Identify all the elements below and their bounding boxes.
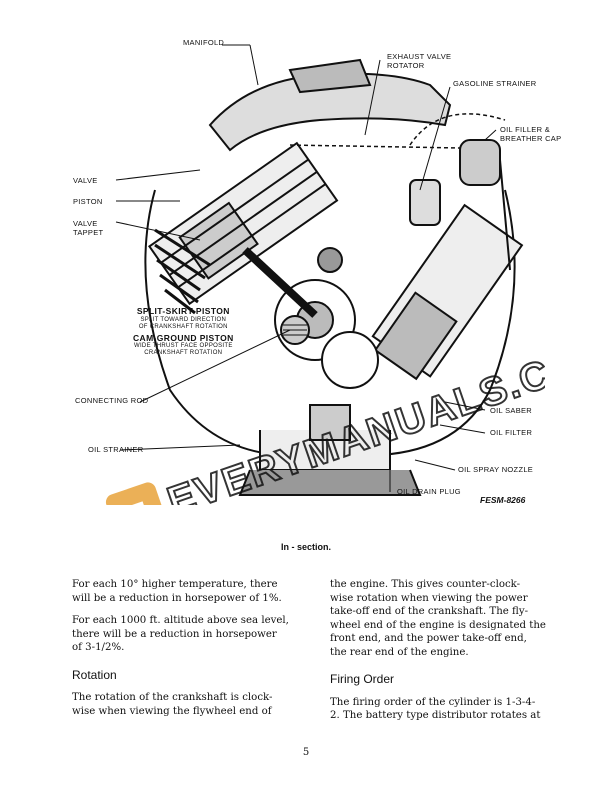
connecting-rod-label: CONNECTING ROD [75,396,149,405]
oil-filler-label: OIL FILLER & BREATHER CAP [500,125,562,143]
valve-tappet-label: VALVE TAPPET [73,219,104,237]
engine-section-diagram: MANIFOLD EXHAUST VALVE ROTATOR GASOLINE … [60,30,562,510]
split-skirt-subtitle: SPLIT TOWARD DIRECTION OF CRANKSHAFT ROT… [138,316,228,330]
left-para-2: For each 1000 ft. altitude above sea lev… [72,615,289,653]
oil-drain-plug-label: OIL DRAIN PLUG [397,487,461,496]
exhaust-valve-rotator-label: EXHAUST VALVE ROTATOR [387,52,452,70]
piston-label: PISTON [73,197,103,206]
firing-order-heading: Firing Order [330,672,395,686]
right-para-2: The firing order of the cylinder is 1-3-… [330,696,541,722]
cam-ground-subtitle: WIDE THRUST FACE OPPOSITE CRANKSHAFT ROT… [134,343,233,357]
oil-saber-label: OIL SABER [490,406,533,415]
left-para-1: For each 10° higher temperature, there w… [72,579,282,604]
page-number: 5 [302,747,310,758]
oil-spray-nozzle-label: OIL SPRAY NOZZLE [458,465,534,474]
valve-label: VALVE [73,176,98,185]
right-para-1: the engine. This gives counter-clock- wi… [330,579,546,658]
left-column: For each 10° higher temperature, there w… [72,578,302,727]
oil-strainer-label: OIL STRAINER [88,445,144,454]
split-skirt-note: SPLIT-SKIRT PISTON SPLIT TOWARD DIRECTIO… [133,306,234,357]
rotation-heading: Rotation [72,667,117,682]
oil-filter-label: OIL FILTER [490,428,533,437]
figure-id: FESM-8266 [480,495,526,505]
engine-drawing [115,44,524,496]
figure-caption: In - section. [280,542,331,552]
right-column: the engine. This gives counter-clock- wi… [330,578,570,732]
split-skirt-title: SPLIT-SKIRT PISTON [136,306,230,316]
cam-ground-title: CAM-GROUND PISTON [133,332,234,343]
gasoline-strainer-label: GASOLINE STRAINER [453,79,537,88]
left-para-3: The rotation of the crankshaft is clock-… [72,692,273,717]
manifold-label: MANIFOLD [183,38,225,47]
